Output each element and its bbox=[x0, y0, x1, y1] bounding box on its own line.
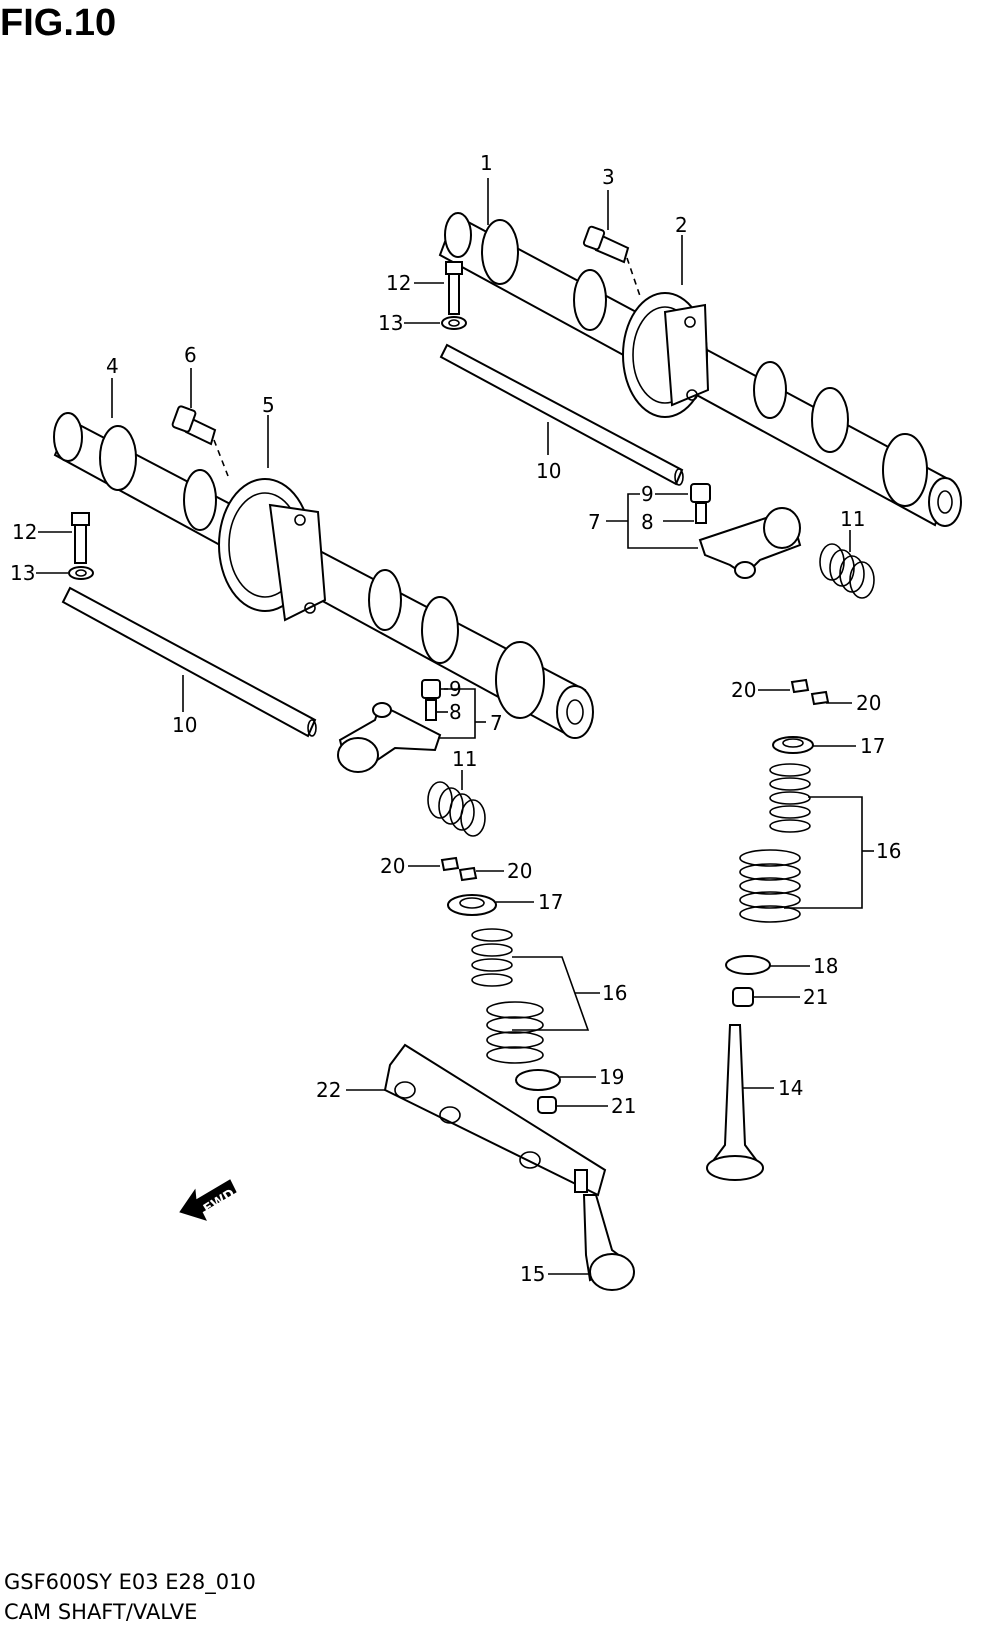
callout-numbers: 1 2 3 4 5 6 7 7 8 8 9 9 10 10 11 11 12 1… bbox=[10, 151, 901, 1286]
callout-12-lower: 12 bbox=[12, 520, 37, 544]
callout-13-lower: 13 bbox=[10, 561, 35, 585]
callout-11-upper: 11 bbox=[840, 507, 865, 531]
figure-title: FIG.10 bbox=[0, 2, 117, 44]
callout-21-left: 21 bbox=[611, 1094, 636, 1118]
rocker-shaft-lower bbox=[61, 586, 317, 738]
callout-8-lower: 8 bbox=[449, 700, 462, 724]
callout-1: 1 bbox=[480, 151, 493, 175]
callout-15: 15 bbox=[520, 1262, 545, 1286]
callout-17-left: 17 bbox=[538, 890, 563, 914]
model-code: GSF600SY E03 E28_010 bbox=[4, 1570, 256, 1594]
callout-21-right: 21 bbox=[803, 985, 828, 1009]
callout-14: 14 bbox=[778, 1076, 803, 1100]
callout-7-upper: 7 bbox=[588, 510, 601, 534]
callout-18: 18 bbox=[813, 954, 838, 978]
bolt-washer-lower bbox=[68, 512, 94, 580]
callout-12-upper: 12 bbox=[386, 271, 411, 295]
callout-10-upper: 10 bbox=[536, 459, 561, 483]
callout-16-right: 16 bbox=[876, 839, 901, 863]
callout-17-right: 17 bbox=[860, 734, 885, 758]
callout-13-upper: 13 bbox=[378, 311, 403, 335]
callout-19: 19 bbox=[599, 1065, 624, 1089]
valve-15 bbox=[574, 1169, 635, 1291]
rocker-arm-lower bbox=[337, 679, 442, 773]
callout-2: 2 bbox=[675, 213, 688, 237]
callout-16-left: 16 bbox=[602, 981, 627, 1005]
callout-9-lower: 9 bbox=[449, 677, 462, 701]
callout-3: 3 bbox=[602, 165, 615, 189]
cam-sprocket-upper bbox=[622, 292, 710, 418]
leader-lines bbox=[36, 178, 874, 1275]
valve-plate bbox=[383, 1043, 607, 1197]
fwd-arrow-icon: FWD bbox=[179, 1179, 238, 1221]
callout-11-lower: 11 bbox=[452, 747, 477, 771]
callout-4: 4 bbox=[106, 354, 119, 378]
callout-8-upper: 8 bbox=[641, 510, 654, 534]
sprocket-bolt-lower bbox=[171, 405, 217, 446]
callout-22: 22 bbox=[316, 1078, 341, 1102]
rocker-shaft-upper bbox=[439, 343, 684, 486]
rocker-spring-lower bbox=[427, 781, 486, 837]
rocker-arm-upper bbox=[690, 483, 802, 579]
valve-stack-right bbox=[706, 678, 830, 1181]
callout-7-lower: 7 bbox=[490, 711, 503, 735]
callout-20-a: 20 bbox=[731, 678, 756, 702]
callout-9-upper: 9 bbox=[641, 482, 654, 506]
callout-20-c: 20 bbox=[380, 854, 405, 878]
callout-20-d: 20 bbox=[507, 859, 532, 883]
bolt-washer-upper bbox=[441, 261, 467, 330]
sprocket-bolt-upper bbox=[582, 225, 630, 264]
callout-6: 6 bbox=[184, 343, 197, 367]
diagram-caption: CAM SHAFT/VALVE bbox=[4, 1600, 198, 1624]
callout-5: 5 bbox=[262, 393, 275, 417]
rocker-spring-upper bbox=[819, 543, 875, 599]
callout-20-b: 20 bbox=[856, 691, 881, 715]
valve-stack-left bbox=[440, 856, 561, 1114]
callout-10-lower: 10 bbox=[172, 713, 197, 737]
cam-sprocket-lower bbox=[218, 478, 327, 622]
